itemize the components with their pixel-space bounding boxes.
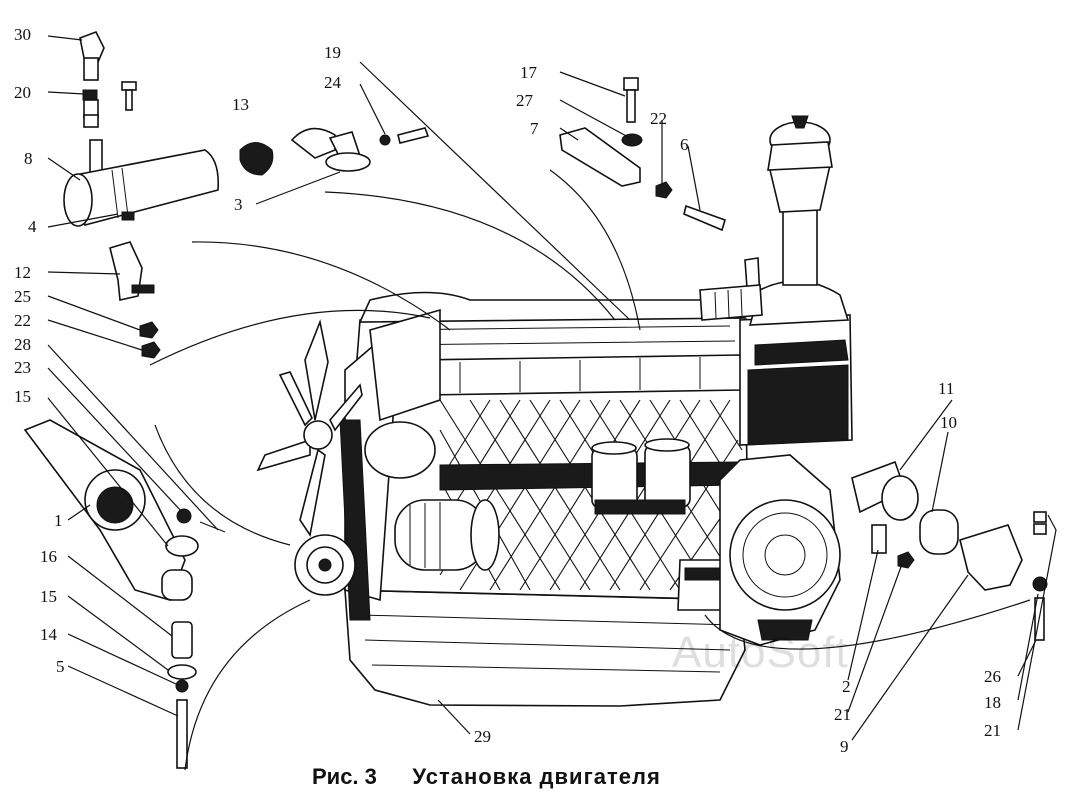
callout-27: 27 xyxy=(516,91,534,110)
bolt-part xyxy=(176,699,188,769)
callout-30: 30 xyxy=(14,25,31,44)
leader-lines xyxy=(47,35,1057,771)
callout-22: 22 xyxy=(14,311,31,330)
shim-part xyxy=(871,524,887,554)
callout-23: 23 xyxy=(14,358,31,377)
callout-3: 3 xyxy=(234,195,243,214)
stud-part xyxy=(397,127,430,144)
fan xyxy=(256,319,363,538)
callout-15: 15 xyxy=(14,387,31,406)
generator xyxy=(394,499,500,571)
watermark-text: AutoSoft xyxy=(672,628,849,677)
callout-9: 9 xyxy=(840,737,849,756)
nut-part xyxy=(141,341,161,359)
callout-4: 4 xyxy=(28,217,37,236)
figure-caption: Рис. 3 Установка двигателя xyxy=(312,764,661,790)
rear-mount-fasteners xyxy=(1032,511,1048,641)
filter-mesh-part xyxy=(239,142,274,176)
callout-20: 20 xyxy=(14,83,31,102)
callout-labels: 30 20 8 4 12 25 22 28 23 15 1 16 15 14 5… xyxy=(14,25,1001,756)
bolt-part xyxy=(623,77,639,123)
figure-label: Рис. 3 xyxy=(312,764,377,789)
nut-part xyxy=(897,551,915,569)
callout-15: 15 xyxy=(40,587,57,606)
callout-13: 13 xyxy=(232,95,249,114)
engine-block xyxy=(344,291,753,707)
callout-16: 16 xyxy=(40,547,57,566)
bolt-part xyxy=(121,81,137,111)
front-mount-part xyxy=(23,419,199,601)
muffler-part xyxy=(63,139,220,227)
nut-part xyxy=(655,181,673,199)
callout-12: 12 xyxy=(14,263,31,282)
callout-22: 22 xyxy=(650,109,667,128)
rear-mount-part xyxy=(851,460,1023,591)
cotter-pin-part xyxy=(199,521,226,533)
callout-6: 6 xyxy=(680,135,689,154)
callout-10: 10 xyxy=(940,413,957,432)
crank-pulley xyxy=(294,534,356,596)
callout-18: 18 xyxy=(984,693,1001,712)
callout-8: 8 xyxy=(24,149,33,168)
callout-1: 1 xyxy=(54,511,63,530)
callout-11: 11 xyxy=(938,379,954,398)
muffler-bracket-part xyxy=(109,241,155,301)
callout-25: 25 xyxy=(14,287,31,306)
callout-5: 5 xyxy=(56,657,65,676)
callout-24: 24 xyxy=(324,73,342,92)
callout-2: 2 xyxy=(842,677,851,696)
engine-rear xyxy=(699,115,853,646)
callout-14: 14 xyxy=(40,625,58,644)
figure-title: Установка двигателя xyxy=(412,764,661,789)
callout-19: 19 xyxy=(324,43,341,62)
callout-26: 26 xyxy=(984,667,1001,686)
exhaust-flange-part xyxy=(290,127,371,172)
callout-21: 21 xyxy=(984,721,1001,740)
lift-bracket-part xyxy=(559,127,641,187)
washer-part xyxy=(379,134,391,146)
bolt-part xyxy=(683,204,726,232)
nut-part xyxy=(139,321,159,339)
callout-21: 21 xyxy=(834,705,851,724)
callout-29: 29 xyxy=(474,727,491,746)
washer-part xyxy=(167,664,197,680)
callout-28: 28 xyxy=(14,335,31,354)
callout-7: 7 xyxy=(530,119,539,138)
callout-17: 17 xyxy=(520,63,538,82)
exhaust-elbow-part xyxy=(79,30,105,128)
cushion-part xyxy=(171,621,193,659)
washer-part xyxy=(175,679,189,693)
air-cleaner xyxy=(739,115,853,446)
engine-front xyxy=(256,308,500,621)
oil-filters xyxy=(591,438,691,515)
